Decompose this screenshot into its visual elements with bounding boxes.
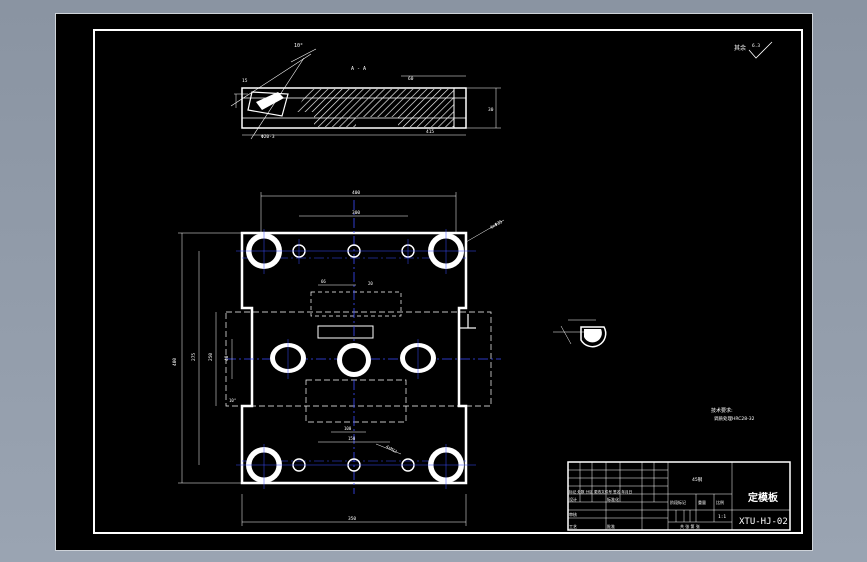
svg-text:其余: 其余 <box>734 44 746 52</box>
svg-text:250: 250 <box>208 353 214 361</box>
overall-height-dim: 400 <box>172 358 178 366</box>
svg-text:6.3: 6.3 <box>752 43 760 49</box>
guide-hole-callout: 4xΦ35 <box>489 219 504 231</box>
svg-text:重量: 重量 <box>698 499 706 505</box>
svg-text:阶段标记: 阶段标记 <box>670 499 686 505</box>
svg-text:100: 100 <box>344 426 352 431</box>
cad-drawing: A - A 10° 15 <box>93 29 803 534</box>
svg-text:比例: 比例 <box>716 499 724 505</box>
svg-text:工艺: 工艺 <box>569 524 577 529</box>
hole-spacing-dim: 300 <box>352 210 360 216</box>
svg-text:批准: 批准 <box>607 523 615 529</box>
drawing-sheet: A - A 10° 15 <box>55 13 813 551</box>
drawing-frame <box>93 29 803 534</box>
roughness-symbol: 其余 6.3 <box>734 41 773 59</box>
thickness-dim: 30 <box>488 107 494 113</box>
section-hatch <box>296 89 454 127</box>
svg-text:10°: 10° <box>229 398 236 403</box>
bottom-width-dim: 350 <box>348 516 356 522</box>
material-code: 45钢 <box>692 476 703 483</box>
svg-text:20: 20 <box>368 281 373 286</box>
svg-text:66: 66 <box>321 279 326 284</box>
svg-text:技术要求:: 技术要求: <box>711 407 733 414</box>
screw-hole-callout: 4xM12 <box>385 444 398 455</box>
svg-text:调质处理HRC28-32: 调质处理HRC28-32 <box>714 415 755 422</box>
tech-requirements: 技术要求: 调质处理HRC28-32 <box>711 407 755 422</box>
plate-outline <box>240 231 468 485</box>
drawing-number: XTU-HJ-02 <box>739 517 788 527</box>
svg-text:150: 150 <box>348 436 356 441</box>
title-block: 标记 处数 分区 更改文件号 签名 年月日 设计 标准化 审核 工艺 批准 45… <box>567 461 791 531</box>
section-width-dim: 415 <box>426 129 434 135</box>
detail-view <box>553 319 607 348</box>
svg-text:40: 40 <box>224 355 230 361</box>
svg-text:标准化: 标准化 <box>607 496 619 502</box>
svg-text:Φ20-3: Φ20-3 <box>261 134 275 140</box>
scale-value: 1:1 <box>718 514 726 520</box>
sprue-bore <box>270 343 436 377</box>
angle-dim: 10° <box>294 43 303 49</box>
part-name: 定模板 <box>748 491 779 504</box>
svg-text:设计: 设计 <box>569 496 577 502</box>
svg-text:15: 15 <box>242 78 248 84</box>
svg-text:标记 处数 分区 更改文件号 签名 年月日: 标记 处数 分区 更改文件号 签名 年月日 <box>569 489 632 494</box>
svg-text:审核: 审核 <box>569 511 577 517</box>
svg-text:275: 275 <box>191 353 197 361</box>
svg-text:60: 60 <box>408 76 414 82</box>
section-view: A - A 10° 15 <box>230 43 501 140</box>
plan-view: 400 300 350 400 275 250 40 <box>172 190 505 526</box>
overall-width-dim: 400 <box>352 190 360 196</box>
section-label: A - A <box>351 66 366 72</box>
svg-text:共 张 第 张: 共 张 第 张 <box>680 523 700 529</box>
